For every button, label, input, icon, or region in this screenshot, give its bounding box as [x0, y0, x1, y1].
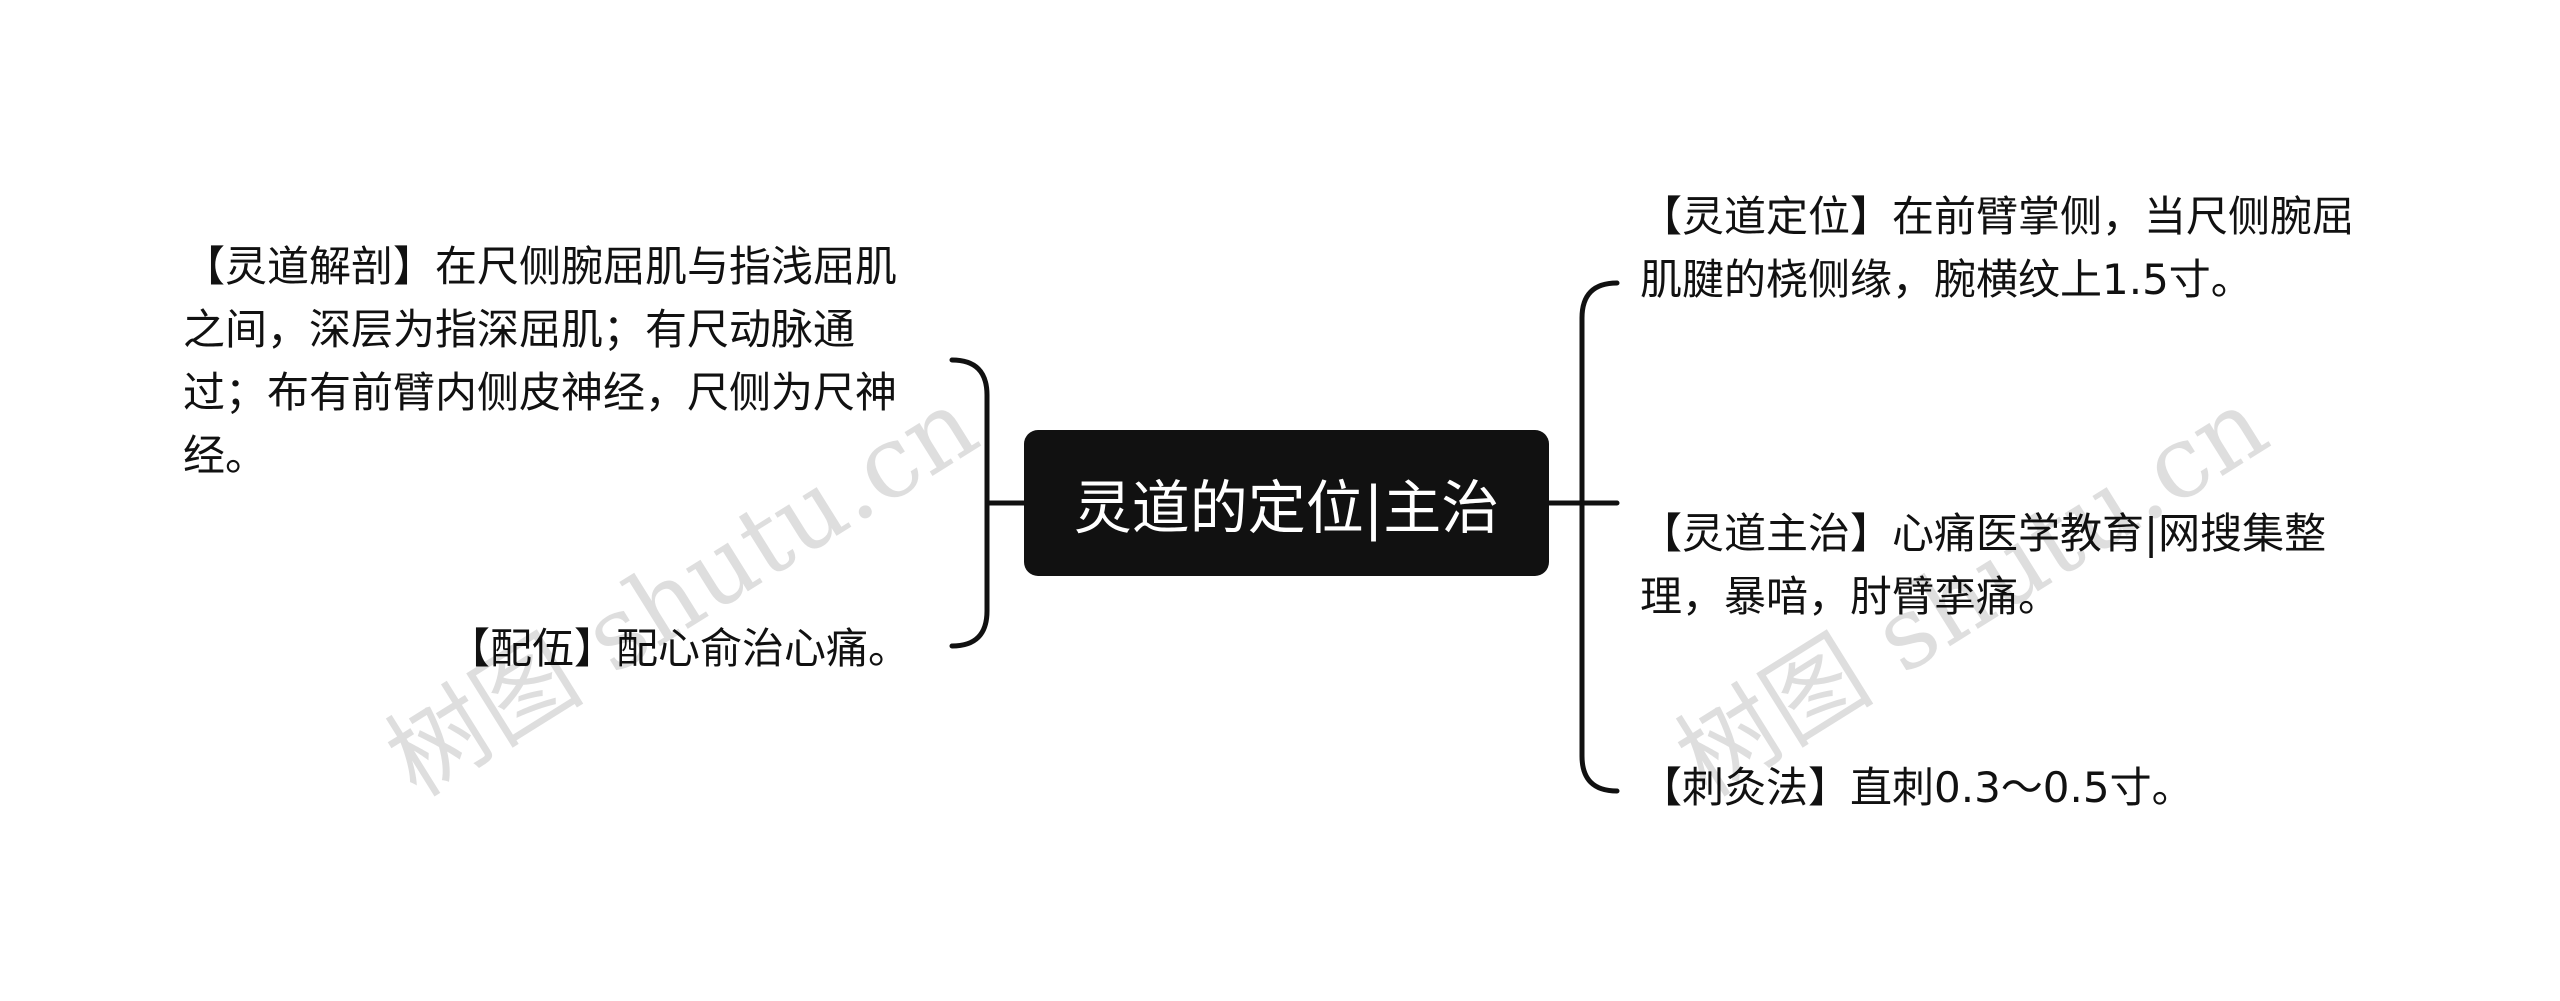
right-node-indications[interactable]: 【灵道主治】心痛医学教育|网搜集整理，暴喑，肘臂挛痛。 [1640, 509, 2327, 621]
left-bracket [949, 357, 990, 649]
left-node-anatomy[interactable]: 【灵道解剖】在尺侧腕屈肌与指浅屈肌之间，深层为指深屈肌；有尺动脉通过；布有前臂内… [183, 242, 898, 480]
left-node-combination[interactable]: 【配伍】配心俞治心痛。 [447, 624, 910, 673]
center-node-label: 灵道的定位|主治 [1073, 474, 1500, 542]
center-node[interactable]: 灵道的定位|主治 [1024, 430, 1549, 576]
right-bracket [1579, 280, 1620, 794]
right-node-location[interactable]: 【灵道定位】在前臂掌侧，当尺侧腕屈肌腱的桡侧缘，腕横纹上1.5寸。 [1640, 192, 2355, 304]
right-node-needling[interactable]: 【刺灸法】直刺0.3～0.5寸。 [1640, 763, 2194, 812]
